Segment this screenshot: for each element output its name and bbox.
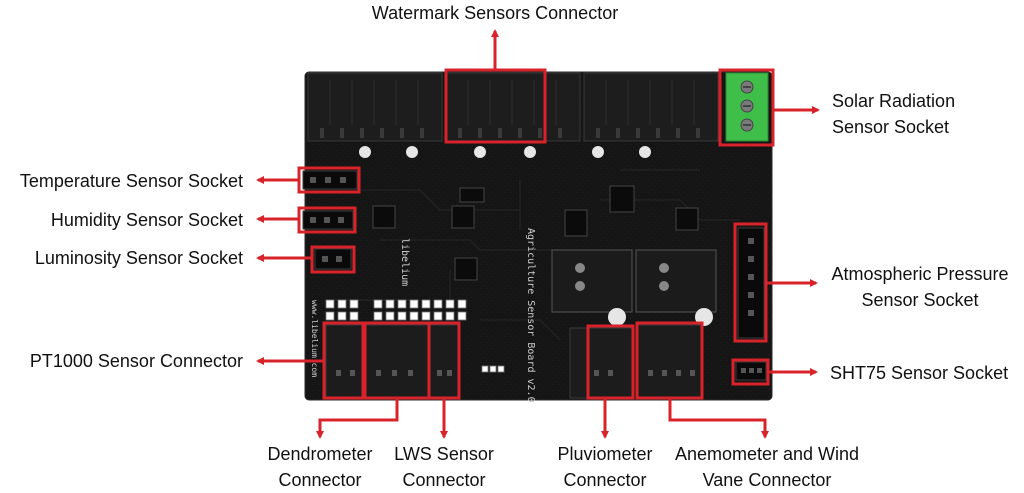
dendrometer-label-line2: Connector [278,470,362,490]
top-connectors [307,72,719,158]
rj-sockets [551,249,717,326]
lws-label-line2: Connector [402,470,486,490]
website-text: www.libelium.com [310,300,319,377]
pluviometer-highlight [586,324,635,400]
atmospheric-label: Atmospheric Pressure Sensor Socket [822,261,1018,313]
dendrometer-label: Dendrometer Connector [240,441,400,493]
atmospheric-label-line2: Sensor Socket [861,290,979,310]
pluviometer-label-line2: Connector [563,470,647,490]
anemometer-arrow [668,398,769,439]
brand-text: libelium [399,238,410,286]
solar-terminal [725,72,769,142]
solar-label-line2: Sensor Socket [832,117,950,137]
dendrometer-arrow [316,398,399,439]
watermark-label: Watermark Sensors Connector [371,3,619,23]
pin-headers [325,299,505,373]
atmospheric-label-line1: Atmospheric Pressure [831,264,1009,284]
humidity-label: Humidity Sensor Socket [50,210,243,230]
lws-label: LWS Sensor Connector [374,441,514,493]
solar-label: Solar Radiation Sensor Socket [832,88,955,140]
pt1000-label: PT1000 Sensor Connector [29,351,243,371]
dendrometer-label-line1: Dendrometer [267,444,373,464]
pluviometer-label-line1: Pluviometer [557,444,653,464]
anemometer-label-line2: Vane Connector [702,470,832,490]
anemometer-label-line1: Anemometer and Wind [674,444,860,464]
sht75-label: SHT75 Sensor Socket [830,363,1009,383]
board-silkscreen: Agriculture Sensor Board v2.0 libelium w… [310,228,536,403]
pluviometer-label: Pluviometer Connector [530,441,680,493]
anemometer-label: Anemometer and Wind Vane Connector [672,441,862,493]
lws-label-line1: LWS Sensor [394,444,494,464]
solar-label-line1: Solar Radiation [832,91,956,111]
temperature-label: Temperature Sensor Socket [19,171,243,191]
chips [372,185,699,281]
luminosity-label: Luminosity Sensor Socket [34,248,243,268]
annotation-arrows [256,29,820,439]
solar-highlight [718,68,775,147]
board-name-text: Agriculture Sensor Board v2.0 [525,228,536,403]
